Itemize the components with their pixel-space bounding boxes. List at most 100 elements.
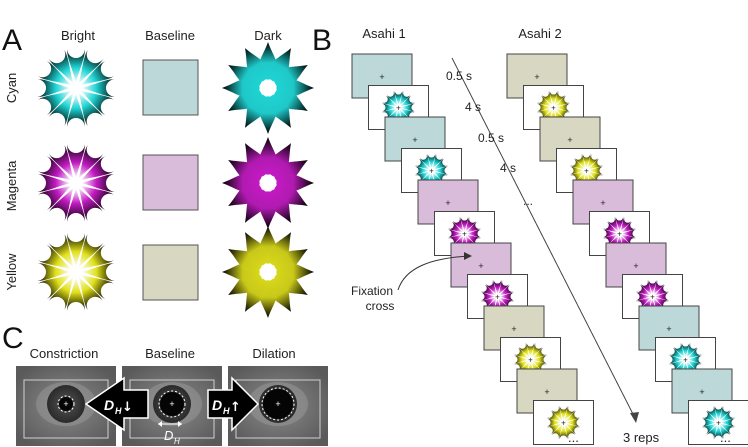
seq1-stimulus-flower-petal — [531, 343, 543, 358]
seq2-stimulus-flower-petal — [702, 423, 717, 435]
seq1-stimulus-flower-center — [494, 293, 501, 300]
seq1-stimulus-flower-petal — [400, 95, 415, 107]
bright-flower-cyan-petal — [78, 92, 103, 126]
dark-flower-yellow-petal — [245, 232, 269, 266]
bright-flower-yellow-petal — [67, 233, 85, 267]
bright-flower-yellow-petal — [67, 277, 85, 311]
fixation-cross: + — [169, 399, 174, 409]
fixation-cross: + — [462, 230, 467, 239]
seq1-stimulus-flower-petal — [532, 355, 548, 364]
bright-flower-yellow-petal — [78, 276, 103, 310]
fixation-label-line2: cross — [366, 299, 395, 313]
bright-flower-magenta-petal — [38, 185, 72, 210]
dark-flower-cyan-petal — [245, 48, 269, 82]
seq2-stimulus-flower-petal — [621, 229, 637, 238]
seq2-stimulus-flower-petal — [582, 153, 591, 169]
fixation-label-line1: Fixation — [351, 284, 393, 298]
seq2-stimulus-flower-petal — [537, 108, 552, 120]
constriction-d-label: D — [104, 397, 114, 413]
seq2-stimulus-flower-petal — [569, 166, 585, 175]
fixation-cross: + — [699, 387, 704, 397]
seq2-stimulus-flower-center — [616, 230, 623, 237]
seq1-stimulus-flower-center — [560, 419, 567, 426]
fixation-cross: + — [617, 230, 622, 239]
seq1-bottom-ellipsis: ... — [568, 430, 579, 445]
seq2-stimulus-flower-petal — [653, 280, 665, 295]
bright-flower-cyan-petal — [49, 92, 74, 126]
seq1-stimulus-flower-petal — [433, 171, 448, 183]
eye-constriction-pupil — [59, 397, 73, 411]
seq1-stimulus-flower-petal — [499, 284, 514, 296]
eye-dilation-pupil — [263, 389, 293, 419]
seq1-stimulus-flower-petal — [493, 279, 502, 295]
reps-label: 3 reps — [623, 430, 660, 445]
bright-flower-yellow-petal — [38, 245, 72, 270]
seq1-stimulus-flower-petal — [518, 343, 530, 358]
seq2-stimulus-flower-petal — [654, 284, 669, 296]
bright-flower-yellow-petal — [80, 274, 114, 299]
seq2-stimulus-flower-petal — [603, 234, 618, 246]
seq2-stimulus-flower-petal — [687, 355, 703, 364]
fixation-cross: + — [412, 135, 417, 145]
seq1-stimulus-flower-petal — [466, 229, 482, 238]
panel-a-stimuli — [37, 42, 314, 318]
seq1-stimulus-flower — [381, 90, 416, 125]
seq1-stimulus-flower-petal — [498, 280, 510, 295]
seq2-stimulus-flower-petal — [719, 424, 731, 439]
bright-flower-cyan-petal — [80, 61, 114, 86]
fixation-cross: + — [666, 324, 671, 334]
fixation-cross: + — [478, 261, 483, 271]
row-label-cyan: Cyan — [4, 73, 19, 103]
panel-b-letter: B — [312, 24, 332, 57]
seq2-stimulus-flower-petal — [541, 91, 553, 106]
panel-c: C Constriction Baseline Dilation +++ D H… — [2, 322, 328, 446]
seq1-stimulus-flower-petal — [399, 91, 411, 106]
seq1-stimulus-flower-petal — [565, 418, 581, 427]
seq2-stimulus-flower-petal — [636, 297, 651, 309]
seq1-stimulus-flower-petal — [480, 292, 496, 301]
fixation-cross: + — [544, 387, 549, 397]
seq2-stimulus-flower-petal — [714, 405, 723, 421]
seq1-stimulus-flower-petal — [499, 297, 514, 309]
seq1-stimulus-flower-petal — [481, 284, 496, 296]
fixation-cross: + — [600, 198, 605, 208]
bright-flower-cyan-petal — [67, 93, 85, 127]
timeline-arrow — [451, 57, 637, 421]
seq2-stimulus-flower-petal — [621, 221, 636, 233]
bright-flower-magenta — [37, 144, 115, 222]
seq1-stimulus-flower-petal — [532, 347, 547, 359]
fixation-pointer — [397, 255, 471, 291]
seq1-stimulus-flower-petal — [499, 292, 515, 301]
seq2-stimulus-flower-center — [715, 419, 722, 426]
dark-flower-cyan-center — [261, 81, 275, 95]
seq2-stimulus-flower-petal — [636, 284, 651, 296]
seq1-stimulus-flower-petal — [433, 158, 448, 170]
seq1-stimulus-flower-petal — [386, 91, 398, 106]
seq2-stimulus-flower-petal — [555, 95, 570, 107]
bright-flower-cyan-petal — [78, 50, 103, 84]
seq2-stimulus-flower-center — [649, 293, 656, 300]
fixation-cross: + — [275, 399, 280, 409]
bright-flower-yellow-petal — [38, 274, 72, 299]
bright-flower-cyan-petal — [81, 79, 115, 97]
dark-flower-cyan — [222, 42, 314, 134]
fixation-cross: + — [63, 399, 68, 409]
seq2-stimulus-flower-petal — [554, 91, 566, 106]
bright-flower-cyan-petal — [38, 90, 72, 115]
bright-flower-yellow-petal — [81, 263, 115, 281]
seq1-stimulus-flower-petal — [400, 108, 415, 120]
seq1-stimulus-flower-petal — [419, 154, 431, 169]
dark-flower-yellow-center — [261, 265, 275, 279]
baseline-diameter-arrow-right — [178, 421, 182, 427]
seq1-stimulus-flower-center — [428, 167, 435, 174]
dilation-arrow — [207, 376, 260, 432]
seq2-stimulus-flower-petal — [603, 221, 618, 233]
seq2-stimulus-flower-petal — [587, 154, 599, 169]
seq2-stimulus-flower-petal — [701, 418, 717, 427]
bright-flower-cyan-petal — [80, 90, 114, 115]
fixation-cross: + — [528, 356, 533, 365]
bright-flower-magenta-petal — [49, 187, 74, 221]
constriction-d-sub: H — [115, 406, 122, 416]
seq1-stimulus-flower-petal — [481, 297, 496, 309]
seq1-stimulus-flower-petal — [514, 360, 529, 372]
